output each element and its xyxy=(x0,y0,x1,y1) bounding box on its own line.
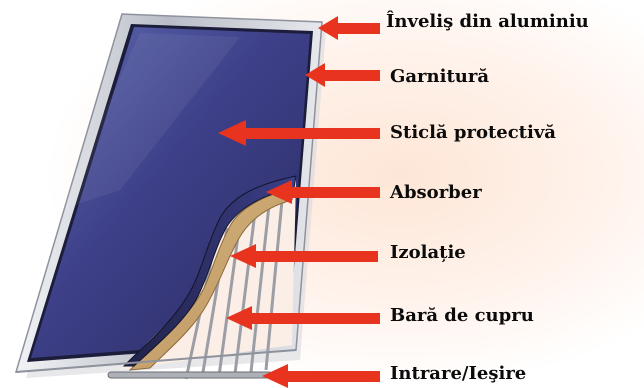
label-absorber: Absorber xyxy=(390,184,482,202)
label-copper-bar: Bară de cupru xyxy=(390,307,534,325)
label-insulation: Izolație xyxy=(390,244,466,262)
label-protective-glass: Sticlă protectivă xyxy=(390,124,556,142)
label-inlet-outlet: Intrare/Ieşire xyxy=(390,365,526,383)
label-gasket: Garnitură xyxy=(390,68,489,86)
label-aluminium-casing: Înveliş din aluminiu xyxy=(386,13,589,31)
header-tube xyxy=(108,372,272,378)
